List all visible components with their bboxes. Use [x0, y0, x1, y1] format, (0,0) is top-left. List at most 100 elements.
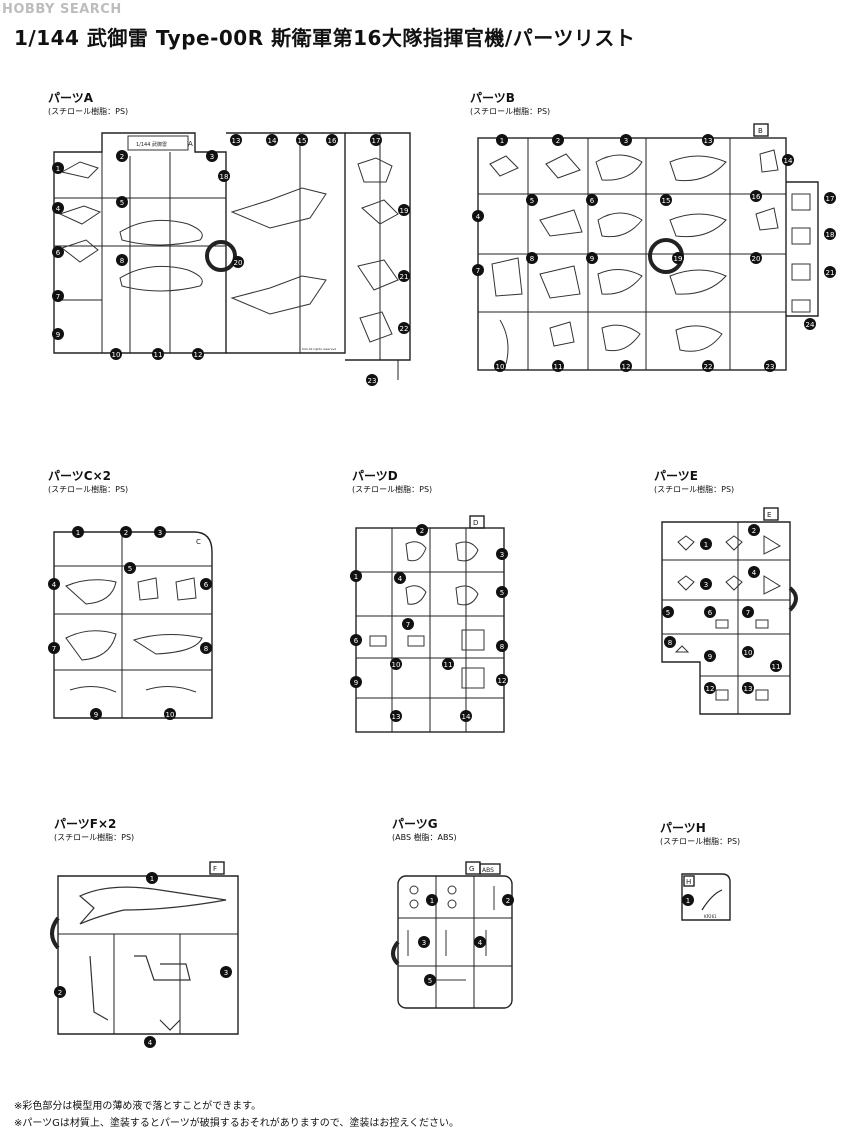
number-marker: 1	[72, 526, 84, 538]
runner-h-tag: H	[686, 878, 691, 886]
number-marker: 18	[824, 228, 836, 240]
svg-text:17: 17	[372, 137, 381, 145]
number-marker: 1	[426, 894, 438, 906]
number-marker: 2	[748, 524, 760, 536]
number-marker: 10	[164, 708, 176, 720]
svg-text:5: 5	[428, 977, 432, 985]
runner-f-frame	[57, 875, 239, 1035]
svg-text:3: 3	[500, 551, 504, 559]
svg-text:21: 21	[400, 273, 409, 281]
svg-text:9: 9	[354, 679, 358, 687]
runner-g-abs-tag: ABS	[482, 867, 494, 874]
number-marker: 3	[154, 526, 166, 538]
runner-d-tag: D	[473, 519, 478, 527]
runner-a-wing-parts	[230, 187, 327, 315]
svg-text:10: 10	[166, 711, 175, 719]
runner-h-frame	[681, 873, 731, 921]
svg-text:2: 2	[58, 989, 62, 997]
number-marker: 23	[764, 360, 776, 372]
parts-d-label: パーツD (スチロール樹脂：PS)	[352, 469, 432, 495]
runner-a-diagram: 1/144 武御雷 A Koti All rights reserved 1 2…	[52, 132, 411, 386]
svg-text:4: 4	[478, 939, 483, 947]
svg-text:11: 11	[772, 663, 781, 671]
number-marker: 10	[110, 348, 122, 360]
number-marker: 11	[770, 660, 782, 672]
number-marker: 15	[660, 194, 672, 206]
parts-a-name: パーツA	[48, 91, 94, 105]
runner-b-lower-parts	[491, 257, 727, 299]
svg-text:4: 4	[148, 1039, 153, 1047]
svg-text:16: 16	[328, 137, 337, 145]
runner-a-gates	[54, 133, 399, 380]
svg-text:20: 20	[234, 259, 243, 267]
number-marker: 8	[116, 254, 128, 266]
svg-text:7: 7	[746, 609, 750, 617]
number-marker: 17	[370, 134, 382, 146]
svg-text:9: 9	[94, 711, 98, 719]
number-marker: 2	[552, 134, 564, 146]
parts-f-label: パーツF×2 (スチロール樹脂：PS)	[54, 817, 134, 843]
svg-text:8: 8	[204, 645, 208, 653]
number-marker: 4	[748, 566, 760, 578]
runner-a-tag: A	[188, 140, 193, 148]
runner-e-tag-box	[763, 507, 779, 521]
number-marker: 16	[750, 190, 762, 202]
number-marker: 4	[144, 1036, 156, 1048]
runner-h-number-markers: 1	[682, 894, 694, 906]
runner-d-parts	[369, 541, 485, 689]
number-marker: 8	[526, 252, 538, 264]
runner-f-gates	[58, 933, 238, 1034]
number-marker: 12	[192, 348, 204, 360]
number-marker: 3	[620, 134, 632, 146]
number-marker: 11	[152, 348, 164, 360]
svg-text:10: 10	[744, 649, 753, 657]
runner-b-middle-parts	[539, 209, 727, 238]
svg-text:20: 20	[752, 255, 761, 263]
svg-text:7: 7	[52, 645, 56, 653]
runner-d-gates	[356, 528, 504, 732]
parts-e-material: (スチロール樹脂：PS)	[654, 485, 735, 494]
runner-g-tag: G	[469, 865, 474, 873]
svg-text:11: 11	[444, 661, 453, 669]
svg-text:5: 5	[120, 199, 124, 207]
number-marker: 8	[200, 642, 212, 654]
svg-text:23: 23	[368, 377, 377, 385]
svg-text:9: 9	[56, 331, 60, 339]
svg-text:2: 2	[556, 137, 560, 145]
runner-e-parts	[674, 535, 782, 701]
runner-a-frame-center	[226, 132, 346, 354]
svg-text:5: 5	[500, 589, 504, 597]
runner-e-tag: E	[767, 511, 771, 519]
number-marker: 22	[398, 322, 410, 334]
runner-e-number-markers: 1 2 3 4 5 6 7 8 9 10 11 12 13	[662, 524, 782, 694]
parts-e-label: パーツE (スチロール樹脂：PS)	[654, 469, 734, 495]
number-marker: 9	[52, 328, 64, 340]
number-marker: 2	[416, 524, 428, 536]
number-marker: 3	[220, 966, 232, 978]
svg-text:7: 7	[476, 267, 480, 275]
svg-text:10: 10	[392, 661, 401, 669]
svg-text:5: 5	[128, 565, 132, 573]
runner-g-abs-box	[479, 863, 501, 875]
number-marker: 12	[704, 682, 716, 694]
svg-text:3: 3	[704, 581, 708, 589]
runner-f-parts	[89, 955, 191, 1031]
runner-h-small-text: KP261	[704, 914, 717, 919]
svg-text:1: 1	[76, 529, 80, 537]
svg-text:7: 7	[406, 621, 410, 629]
number-marker: 8	[496, 640, 508, 652]
parts-g-label: パーツG (ABS 樹脂：ABS)	[392, 817, 457, 843]
number-marker: 5	[526, 194, 538, 206]
svg-text:8: 8	[500, 643, 504, 651]
number-marker: 4	[48, 578, 60, 590]
note-paint-remover: ※彩色部分は模型用の薄め液で落とすことができます。	[14, 1101, 262, 1112]
number-marker: 4	[472, 210, 484, 222]
runner-b-side-parts	[755, 149, 811, 313]
svg-text:5: 5	[666, 609, 670, 617]
parts-f-name: パーツF×2	[54, 817, 117, 831]
svg-text:2: 2	[420, 527, 424, 535]
runner-a-body-parts	[119, 219, 203, 292]
runner-g-gates	[398, 876, 512, 1008]
number-marker: 1	[146, 872, 158, 884]
number-marker: 17	[824, 192, 836, 204]
